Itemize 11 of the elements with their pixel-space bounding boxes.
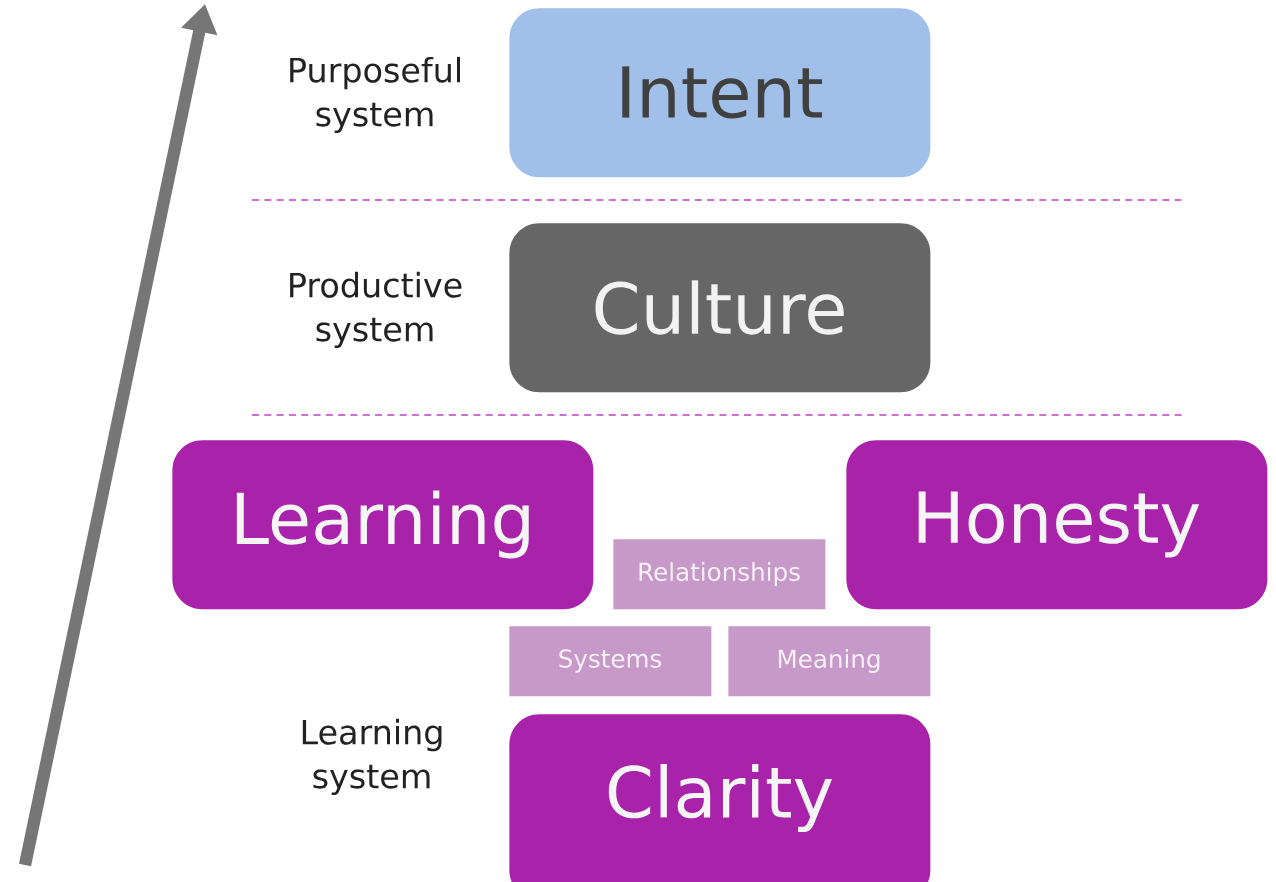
topic-box: Relationships [613, 539, 826, 610]
topic-box: Meaning [728, 626, 931, 697]
tier-label: Productive system [290, 271, 462, 349]
topic-box: Systems [509, 626, 712, 697]
value-box: Honesty [846, 440, 1268, 610]
value-box: Clarity [509, 714, 931, 882]
tier-box: Culture [509, 223, 931, 393]
tier-label: Learning system [302, 718, 442, 796]
value-box: Learning [172, 440, 594, 610]
tier-label: Purposeful system [290, 56, 460, 134]
tier-box: Intent [509, 8, 931, 178]
